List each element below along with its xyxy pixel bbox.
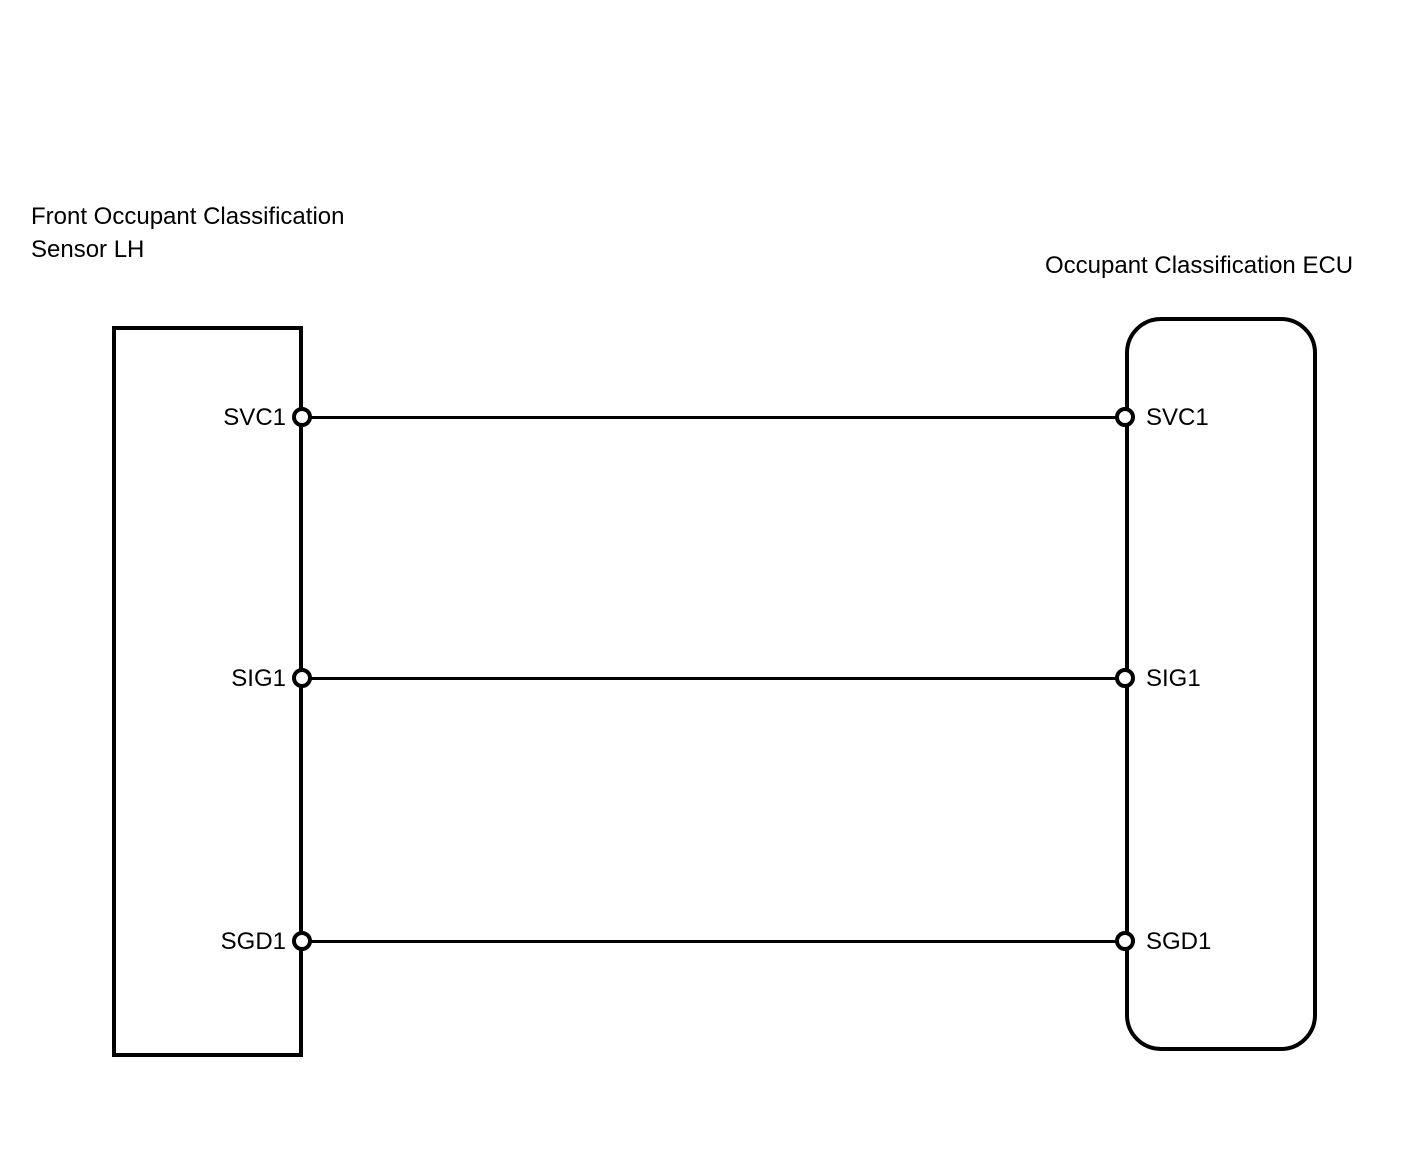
- pin-label-left-sgd1: SGD1: [220, 928, 286, 955]
- left-component-box: [112, 326, 303, 1057]
- pin-label-right-sig1: SIG1: [1146, 665, 1201, 692]
- left-component-title-line1: Front Occupant Classification: [31, 203, 345, 230]
- terminal-icon: [1115, 407, 1135, 427]
- left-component-title-line2: Sensor LH: [31, 236, 145, 263]
- pin-label-right-sgd1: SGD1: [1146, 928, 1212, 955]
- wire-sig1: [302, 677, 1125, 680]
- terminal-icon: [292, 668, 312, 688]
- pin-label-right-svc1: SVC1: [1146, 404, 1209, 431]
- terminal-icon: [1115, 668, 1135, 688]
- terminal-icon: [1115, 931, 1135, 951]
- terminal-icon: [292, 407, 312, 427]
- wire-svc1: [302, 416, 1125, 419]
- wire-sgd1: [302, 940, 1125, 943]
- pin-label-left-sig1: SIG1: [231, 665, 286, 692]
- right-component-title: Occupant Classification ECU: [1045, 252, 1354, 279]
- terminal-icon: [292, 931, 312, 951]
- left-component-title: Front Occupant Classification Sensor LH: [31, 200, 344, 266]
- pin-label-left-svc1: SVC1: [223, 404, 286, 431]
